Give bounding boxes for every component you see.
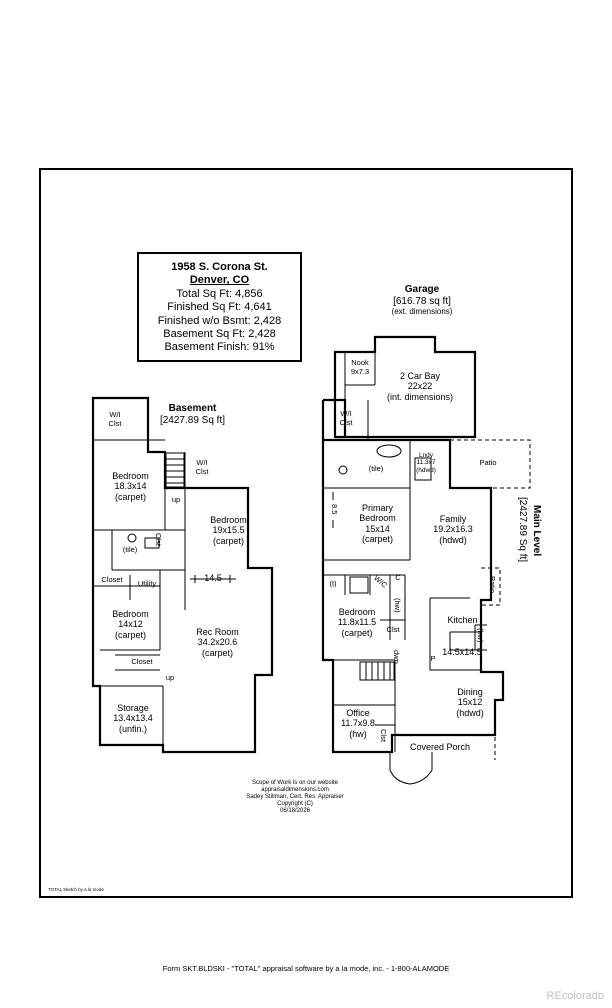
main-level-title-block: Main Level xyxy=(531,505,542,556)
dimension-8-5: 8.5 xyxy=(330,504,339,515)
info-line: Basement Sq Ft: 2,428 xyxy=(163,328,276,341)
room-hw: (hw) xyxy=(393,598,402,613)
stair-down-label: dwn xyxy=(392,650,401,664)
room-tile: (tile) xyxy=(122,545,138,554)
room-clst: Clst xyxy=(154,533,163,546)
garage-title: Garage xyxy=(404,284,440,295)
garage-bay-name: 2 Car Bay xyxy=(399,371,441,381)
info-line: Finished Sq Ft: 4,641 xyxy=(167,301,272,314)
room-utility: Utility xyxy=(137,579,157,588)
basement-outline xyxy=(91,396,274,754)
room-kitchen-hw: (hw) xyxy=(476,628,485,643)
room-kitchen-title: Kitchen xyxy=(447,615,478,625)
sketch-frame xyxy=(39,168,573,898)
property-address: 1958 S. Corona St. xyxy=(171,261,268,273)
room-c: C xyxy=(395,573,401,582)
room-patio-2: Patio xyxy=(488,576,497,594)
garage-bay-label: 2 Car Bay 22x22 (int. dimensions) xyxy=(385,371,455,402)
room-patio-1: Patio xyxy=(479,458,497,467)
room-covered-porch: Covered Porch xyxy=(409,742,471,752)
credit-line: appraisaldimensions.com xyxy=(261,786,329,793)
room-main-tile: (tile) xyxy=(368,464,384,473)
property-city: Denver, CO xyxy=(189,274,250,287)
stair-up-label: up xyxy=(171,495,181,504)
garage-title-block: Garage [616.78 sq ft] (ext. dimensions) xyxy=(372,284,472,316)
room-closet-1: Closet xyxy=(101,575,123,584)
room-office-clst: Clst xyxy=(379,729,388,742)
basement-title-block: Basement [2427.89 Sq ft] xyxy=(145,403,240,426)
garage-outline xyxy=(333,335,477,439)
basement-area: [2427.89 Sq ft] xyxy=(159,414,226,426)
info-line: Basement Finish: 91% xyxy=(164,341,275,354)
room-closet-2: Closet xyxy=(131,657,153,666)
form-footer: Form SKT.BLDSKI - "TOTAL" appraisal soft… xyxy=(162,964,450,973)
info-line: Finished w/o Bsmt: 2,428 xyxy=(157,314,282,327)
property-info-box: 1958 S. Corona St. Denver, CO Total Sq F… xyxy=(137,252,302,362)
garage-note: (ext. dimensions) xyxy=(391,307,453,316)
credit-line: 06/18/2026 xyxy=(279,807,311,814)
sketch-software-credit: TOTAL Sketch by a la mode xyxy=(48,887,104,892)
stair-up-label-2: up xyxy=(165,673,175,682)
garage-bay-note: (int. dimensions) xyxy=(386,391,454,402)
garage-bay-dims: 22x22 xyxy=(407,381,433,392)
room-pantry: P xyxy=(430,654,436,663)
main-level-area: [2427.89 Sq ft] xyxy=(517,497,528,563)
info-line: Total Sq Ft: 4,856 xyxy=(176,287,263,300)
watermark: REcolorado xyxy=(546,990,604,1002)
room-t: (t) xyxy=(329,579,337,588)
credit-line: Sadey Stillman, Cert. Res. Appraiser xyxy=(246,793,344,800)
credit-line: Copyright (C) xyxy=(277,800,313,807)
credit-line: Scope of Work is on our website xyxy=(252,780,338,786)
main-level-title: Main Level xyxy=(531,505,542,557)
garage-area: [616.78 sq ft] xyxy=(393,295,451,307)
room-kitchen-dims: 14.5x14.5 xyxy=(442,647,482,657)
basement-title: Basement xyxy=(168,403,217,414)
room-main-clst: Clst xyxy=(386,625,400,634)
appraiser-credits: Scope of Work is on our website appraisa… xyxy=(215,780,375,814)
dimension-14-5: 14.5 xyxy=(204,573,222,583)
